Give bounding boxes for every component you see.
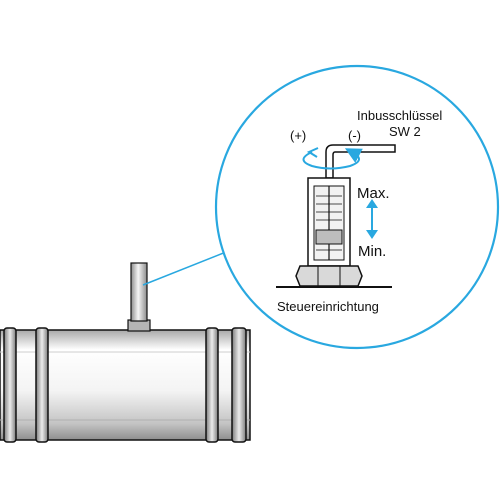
- duct-body: [0, 327, 251, 443]
- duct-ring-left-inner: [35, 327, 49, 443]
- device-slider: [315, 229, 343, 245]
- rotation-minus-label: (-): [348, 128, 361, 143]
- duct-ring-right-inner: [205, 327, 219, 443]
- range-arrow-icon: [366, 199, 378, 239]
- min-label: Min.: [358, 243, 386, 260]
- shaft-rod: [130, 262, 148, 322]
- control-device-label: Steuereinrichtung: [277, 299, 379, 314]
- max-label: Max.: [357, 185, 390, 202]
- callout-leader: [142, 251, 227, 286]
- shaft-base: [127, 319, 151, 332]
- control-device: [276, 177, 392, 288]
- duct-ring-left-outer: [3, 327, 17, 443]
- control-shaft: [127, 262, 151, 332]
- duct-ring-right-outer: [231, 327, 247, 443]
- detail-circle: [214, 64, 500, 350]
- rotation-icon: [302, 147, 363, 170]
- tool-label-line2: SW 2: [389, 124, 421, 139]
- tool-label-line1: Inbusschlüssel: [357, 108, 442, 123]
- rotation-plus-label: (+): [290, 128, 306, 143]
- device-nut: [295, 265, 363, 287]
